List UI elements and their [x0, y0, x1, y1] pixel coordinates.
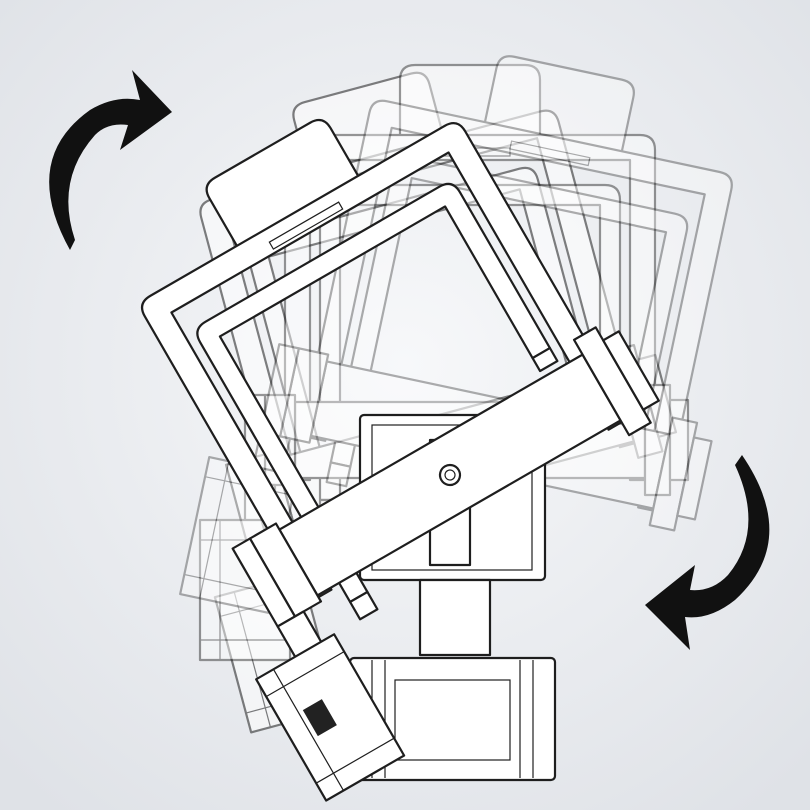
rotate-counterclockwise-arrow-icon — [645, 455, 770, 650]
motor-marker — [302, 699, 337, 737]
rotate-clockwise-arrow-icon — [49, 70, 172, 250]
